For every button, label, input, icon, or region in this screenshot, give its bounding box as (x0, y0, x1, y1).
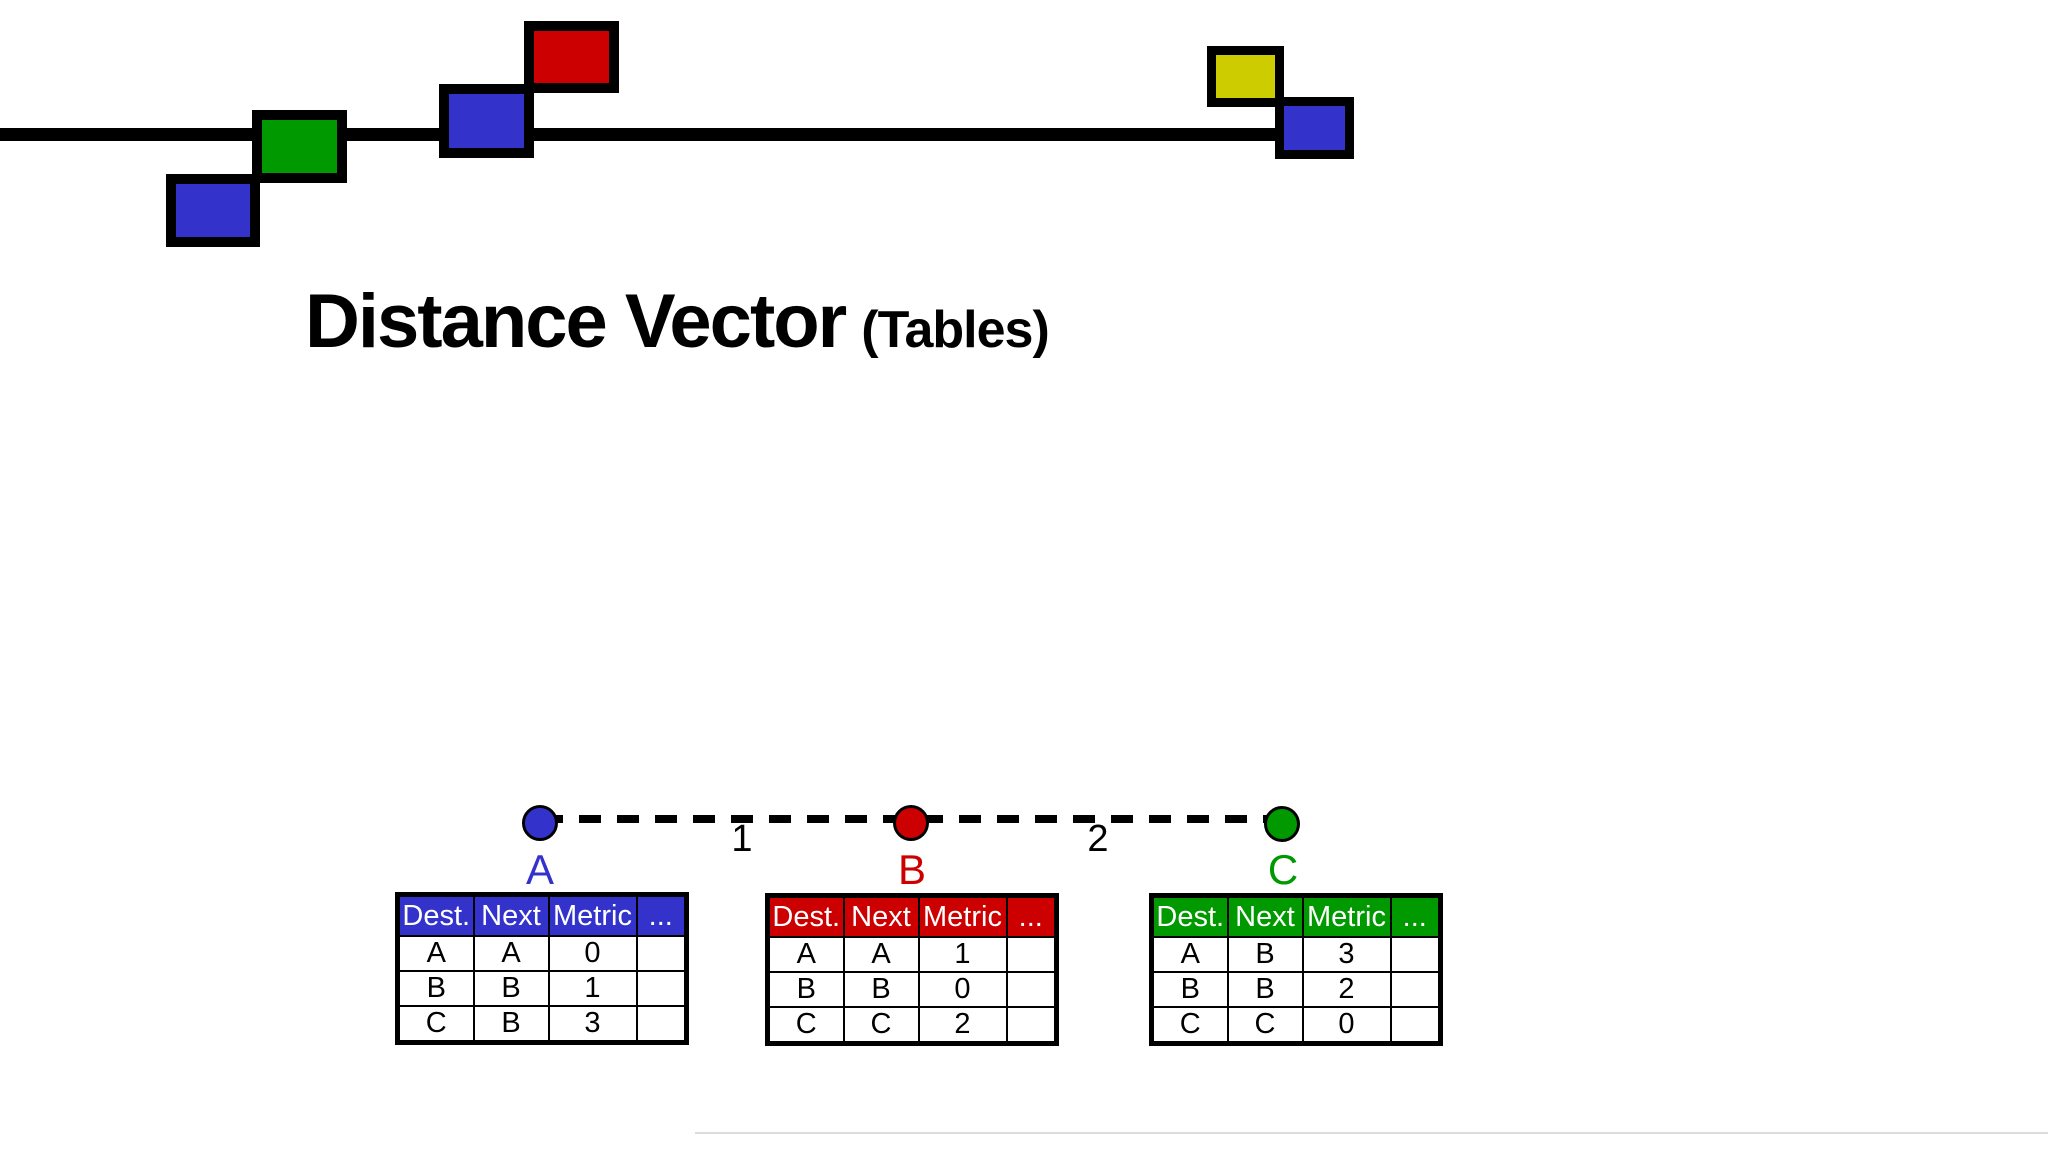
cell-etc (1389, 1006, 1442, 1045)
title-main: Distance Vector (305, 279, 847, 364)
table-row: B B 0 (766, 971, 1058, 1008)
node-c-label: C (1267, 846, 1299, 893)
table-row: A B 3 (1150, 936, 1442, 973)
cell-dest: C (766, 1006, 845, 1045)
cell-dest: B (766, 971, 845, 1008)
table-row: A A 1 (766, 936, 1058, 973)
col-header-etc: ... (1389, 894, 1442, 938)
cell-next: B (472, 970, 550, 1007)
cell-next: B (1226, 971, 1304, 1008)
col-header-next: Next (472, 893, 550, 937)
node-b-label: B (897, 846, 926, 893)
table-row: C C 2 (766, 1006, 1058, 1045)
cell-dest: B (1150, 971, 1229, 1008)
table-header-row: Dest. Next Metric ... (766, 894, 1058, 938)
cell-etc (1005, 971, 1058, 1008)
decoration-square-blue-mid (439, 84, 534, 158)
cell-next: A (472, 935, 550, 972)
col-header-metric: Metric (917, 894, 1008, 938)
cell-next: C (842, 1006, 920, 1045)
cell-dest: A (766, 936, 845, 973)
cell-etc (1389, 936, 1442, 973)
table-row: C C 0 (1150, 1006, 1442, 1045)
edge-cost-a-b: 1 (731, 818, 753, 860)
cell-next: B (472, 1005, 550, 1044)
decoration-square-green (252, 110, 347, 183)
cell-metric: 3 (1301, 936, 1392, 973)
cell-etc (1005, 1006, 1058, 1045)
cell-next: A (842, 936, 920, 973)
table-header-row: Dest. Next Metric ... (1150, 894, 1442, 938)
routing-table-a: Dest. Next Metric ... A A 0 B B 1 C B 3 (395, 892, 689, 1045)
routing-table-c: Dest. Next Metric ... A B 3 B B 2 C C 0 (1149, 893, 1443, 1046)
cell-etc (635, 1005, 688, 1044)
col-header-metric: Metric (547, 893, 638, 937)
cell-metric: 2 (1301, 971, 1392, 1008)
cell-next: C (1226, 1006, 1304, 1045)
bottom-divider-line (695, 1132, 2048, 1134)
cell-metric: 0 (547, 935, 638, 972)
routing-table-b: Dest. Next Metric ... A A 1 B B 0 C C 2 (765, 893, 1059, 1046)
node-b-circle (893, 805, 929, 841)
cell-dest: C (396, 1005, 475, 1044)
table-row: B B 1 (396, 970, 688, 1007)
cell-next: B (842, 971, 920, 1008)
cell-metric: 3 (547, 1005, 638, 1044)
col-header-next: Next (842, 894, 920, 938)
cell-etc (635, 970, 688, 1007)
title-sub: (Tables) (861, 301, 1050, 359)
col-header-dest: Dest. (766, 894, 845, 938)
decoration-square-blue-right (1275, 97, 1354, 159)
col-header-etc: ... (635, 893, 688, 937)
col-header-next: Next (1226, 894, 1304, 938)
cell-metric: 1 (547, 970, 638, 1007)
col-header-dest: Dest. (1150, 894, 1229, 938)
col-header-etc: ... (1005, 894, 1058, 938)
decoration-rule-line (0, 128, 1278, 141)
cell-metric: 0 (917, 971, 1008, 1008)
table-row: A A 0 (396, 935, 688, 972)
edge-cost-b-c: 2 (1087, 818, 1109, 860)
page-title: Distance Vector (Tables) (305, 278, 1050, 365)
table-row: B B 2 (1150, 971, 1442, 1008)
cell-etc (1389, 971, 1442, 1008)
cell-metric: 2 (917, 1006, 1008, 1045)
decoration-square-yellow (1207, 46, 1284, 107)
table-row: C B 3 (396, 1005, 688, 1044)
cell-dest: B (396, 970, 475, 1007)
cell-next: B (1226, 936, 1304, 973)
cell-dest: A (396, 935, 475, 972)
decoration-square-red (524, 21, 619, 93)
cell-etc (1005, 936, 1058, 973)
node-c-circle (1264, 806, 1300, 842)
table-header-row: Dest. Next Metric ... (396, 893, 688, 937)
cell-dest: C (1150, 1006, 1229, 1045)
cell-dest: A (1150, 936, 1229, 973)
cell-metric: 0 (1301, 1006, 1392, 1045)
node-a-circle (522, 805, 558, 841)
cell-etc (635, 935, 688, 972)
col-header-metric: Metric (1301, 894, 1392, 938)
cell-metric: 1 (917, 936, 1008, 973)
node-a-label: A (525, 846, 554, 893)
col-header-dest: Dest. (396, 893, 475, 937)
decoration-square-blue-left (166, 174, 260, 247)
